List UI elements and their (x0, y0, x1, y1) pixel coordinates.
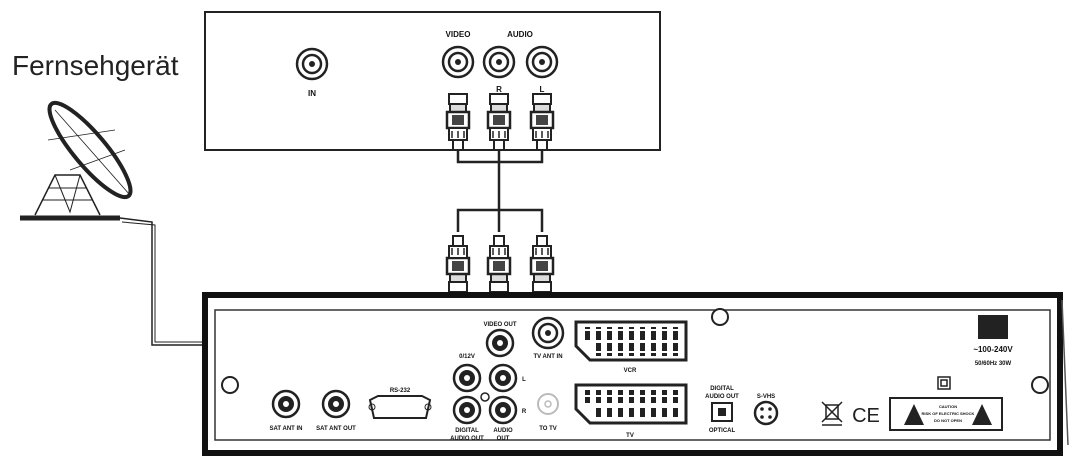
power-label-2: 50/60Hz 30W (975, 361, 1012, 367)
tv-ant-in-label: TV ANT IN (533, 354, 562, 360)
scart-vcr (574, 320, 688, 362)
audio-out-label-1: AUDIO (493, 428, 513, 434)
tv-scart-label: TV (626, 433, 634, 439)
sat-ant-in-label: SAT ANT IN (270, 426, 303, 432)
to-tv-label: TO TV (539, 426, 557, 432)
audio-l-jack (488, 363, 518, 393)
diagram-title: Fernsehgerät (12, 50, 179, 81)
tv-audio-l-jack (525, 45, 559, 79)
rca-plug-bottom-l (529, 234, 555, 294)
tv-video-label: VIDEO (446, 30, 471, 39)
audio-l-label: L (522, 377, 526, 383)
v012-jack (452, 363, 482, 393)
rca-plug-bottom-video (445, 234, 471, 294)
caution-text-3: DO NOT OPEN (934, 418, 962, 423)
video-out-jack (485, 328, 515, 358)
satellite-dish-icon (20, 100, 133, 221)
tv-in-label: IN (308, 89, 316, 98)
audio-r-label: R (522, 409, 527, 415)
video-out-label: VIDEO OUT (483, 322, 516, 328)
to-tv-jack (537, 393, 559, 415)
digital-audio-out-jack (452, 395, 482, 425)
audio-out-label-2: OUT (497, 436, 510, 442)
digital-label-2: AUDIO OUT (450, 436, 484, 442)
rca-cable (456, 150, 544, 232)
scart-tv (574, 383, 688, 425)
optical-label-1: DIGITAL (710, 386, 734, 392)
tv-audio-label: AUDIO (507, 30, 533, 39)
tv-audio-r-jack (482, 45, 516, 79)
sat-ant-out-label: SAT ANT OUT (316, 426, 356, 432)
sat-ant-in-jack (271, 389, 301, 419)
svhs-port (753, 400, 779, 426)
v012-label: 0/12V (459, 354, 475, 360)
tv-panel (204, 11, 661, 151)
rs232-label: RS-232 (390, 388, 411, 394)
caution-text-2: RISK OF ELECTRIC SHOCK (922, 411, 975, 416)
digital-label-1: DIGITAL (455, 428, 479, 434)
caution-text: CAUTION (939, 404, 957, 409)
rs232-port (368, 395, 432, 419)
optical-label: OPTICAL (709, 428, 736, 434)
sat-ant-out-jack (321, 389, 351, 419)
weee-bin-icon (821, 401, 843, 426)
power-label-1: ~100-240V (973, 345, 1013, 354)
double-insulation-icon (937, 376, 951, 390)
svhs-label: S-VHS (757, 394, 775, 400)
vcr-label: VCR (624, 368, 637, 374)
caution-label-box (889, 397, 1003, 431)
rca-plug-bottom-r (486, 234, 512, 294)
tv-l-label: L (540, 85, 545, 94)
ce-mark: CE (852, 405, 880, 427)
tv-in-jack (295, 47, 329, 81)
optical-label-2: AUDIO OUT (705, 394, 739, 400)
audio-r-jack (488, 395, 518, 425)
power-socket (978, 315, 1008, 339)
tv-ant-in-jack (531, 316, 565, 350)
tv-video-jack (441, 45, 475, 79)
tv-r-label: R (496, 85, 502, 94)
